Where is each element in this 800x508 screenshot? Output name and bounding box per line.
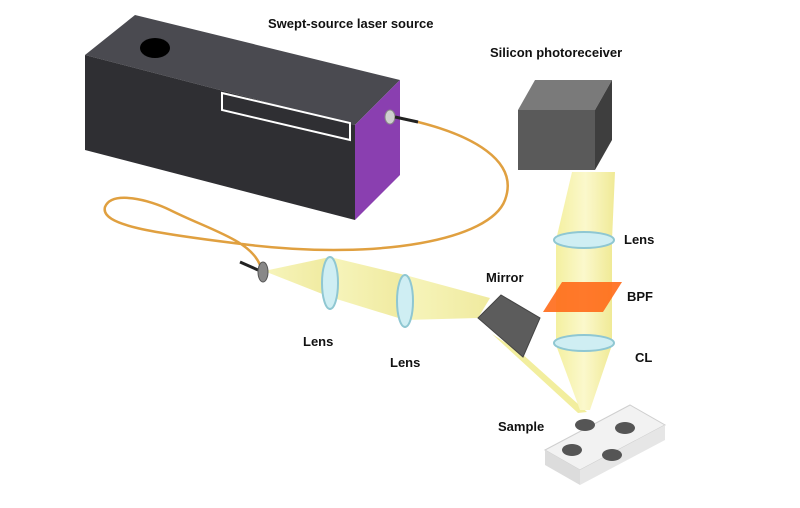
photoreceiver-label: Silicon photoreceiver (490, 45, 623, 60)
sample-plate (543, 404, 667, 485)
lens-2-label: Lens (390, 355, 421, 370)
cl-lens-shape (553, 334, 615, 352)
lens-1-shape (321, 256, 339, 310)
optical-fiber (103, 115, 509, 272)
bpf-filter (543, 282, 622, 312)
photoreceiver-box (518, 80, 612, 170)
laser-source-box (85, 15, 400, 220)
lens-1-label: Lens (303, 334, 334, 349)
detection-lens-shape (553, 231, 615, 249)
cl-label: CL (635, 350, 653, 365)
mirror-shape (477, 294, 541, 358)
bpf-label: BPF (627, 289, 653, 304)
sample-label: Sample (498, 419, 545, 434)
collimator (257, 261, 269, 283)
lens-2-shape (396, 274, 414, 328)
detection-lens-label: Lens (624, 232, 655, 247)
mirror-label: Mirror (486, 270, 524, 285)
excitation-beam (264, 257, 587, 413)
laser-source-label: Swept-source laser source (268, 16, 434, 31)
